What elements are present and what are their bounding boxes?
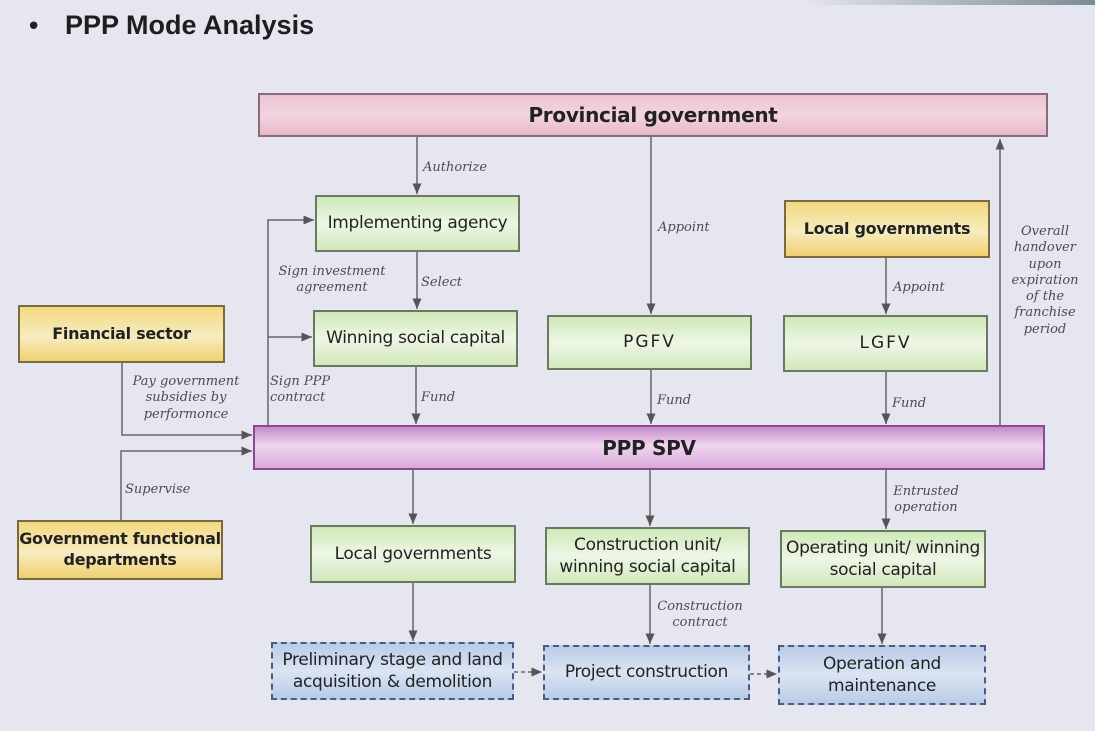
label-handover: Overall handover upon expiration of the … [1011,224,1079,337]
slide-title: PPP Mode Analysis [65,10,315,40]
label-pay-subsidies: Pay government subsidies by performonce [132,374,240,422]
node-local-governments-top: Local governments [784,200,990,258]
node-government-functional-departments: Government functional departments [17,520,223,580]
label-select: Select [421,275,462,290]
node-pgfv: PGFV [547,315,752,370]
arrow-sign-investment [267,215,314,435]
node-winning-social-capital: Winning social capital [313,310,518,367]
node-local-governments-bottom: Local governments [310,525,516,583]
label-fund-3: Fund [892,396,927,411]
label-fund-2: Fund [657,393,692,408]
bullet: • [26,12,42,42]
node-implementing-agency: Implementing agency [315,195,520,252]
node-ppp-spv: PPP SPV [253,425,1045,470]
arrow-pay [121,363,252,440]
node-financial-sector: Financial sector [18,305,225,363]
node-operating-unit: Operating unit/ winning social capital [780,530,986,588]
node-lgfv: LGFV [783,315,988,372]
node-preliminary-stage: Preliminary stage and land acquisition &… [271,642,514,700]
label-appoint-lgfv: Appoint [893,280,945,295]
label-sign-investment: Sign investment agreement [278,264,386,296]
label-supervise: Supervise [125,482,191,497]
label-construction-contract: Construction contract [657,599,743,631]
node-provincial-government: Provincial government [258,93,1048,137]
node-construction-unit: Construction unit/ winning social capita… [545,527,750,585]
arrow-supervise [120,446,252,520]
label-appoint-pgfv: Appoint [658,220,710,235]
label-authorize: Authorize [423,160,488,175]
label-sign-ppp: Sign PPP contract [270,374,331,406]
label-entrusted-operation: Entrusted operation [893,484,959,516]
node-operation-maintenance: Operation and maintenance [778,645,986,705]
slide-accent-bar [800,0,1095,5]
node-project-construction: Project construction [543,645,750,700]
label-fund-1: Fund [421,390,456,405]
